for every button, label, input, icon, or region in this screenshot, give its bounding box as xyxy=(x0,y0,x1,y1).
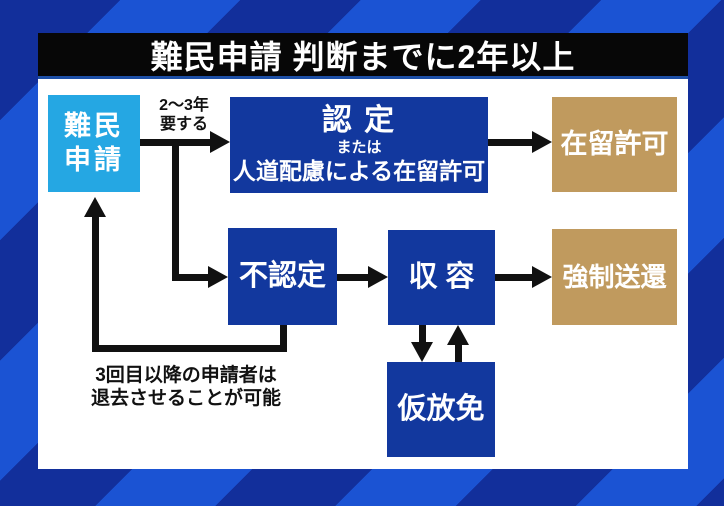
node-residence-permit-label: 在留許可 xyxy=(560,128,669,159)
reapply-note-line2: 退去させることが可能 xyxy=(90,388,281,409)
node-recognized: 認 定 または 人道配慮による在留許可 xyxy=(230,97,488,193)
arrow-detention-to-deportation-head xyxy=(532,266,552,288)
diagram-panel: 難民申請 判断までに2年以上 難民 申請 2〜3年 要する 認 定 または 人道… xyxy=(38,33,688,469)
duration-label-line1: 2〜3年 xyxy=(159,97,209,114)
node-provisional-release-label: 仮放免 xyxy=(397,393,485,426)
node-detention: 収 容 xyxy=(388,230,495,325)
arrow-notrecognized-to-detention-head xyxy=(368,266,388,288)
loop-bottom-line xyxy=(92,345,287,352)
node-deportation-label: 強制送還 xyxy=(562,261,667,292)
arrow-detention-to-deportation-line xyxy=(495,274,534,281)
arrow-branch-right-line xyxy=(172,274,210,281)
arrow-recognized-to-residence-line xyxy=(488,139,534,146)
node-refugee-application: 難民 申請 xyxy=(48,95,140,192)
arrow-detention-to-release-head xyxy=(411,342,433,362)
node-recognized-line1: 認 定 xyxy=(321,104,397,137)
loop-up-line xyxy=(92,217,99,352)
arrow-recognized-to-residence-head xyxy=(532,131,552,153)
arrow-branch-down-line xyxy=(172,139,179,281)
node-not-recognized-label: 不認定 xyxy=(238,260,326,293)
node-residence-permit: 在留許可 xyxy=(552,97,677,192)
node-provisional-release: 仮放免 xyxy=(387,362,495,457)
reapply-note-line1: 3回目以降の申請者は xyxy=(95,365,277,386)
node-not-recognized: 不認定 xyxy=(228,228,337,325)
title-bar: 難民申請 判断までに2年以上 xyxy=(38,33,688,79)
loop-down-line xyxy=(280,325,287,352)
arrow-notrecognized-to-detention-line xyxy=(337,274,370,281)
node-refugee-application-line1: 難民 xyxy=(64,110,124,141)
reapply-note: 3回目以降の申請者は 退去させることが可能 xyxy=(66,364,306,410)
arrow-branch-to-not-recognized-head xyxy=(208,266,228,288)
node-refugee-application-line2: 申請 xyxy=(64,144,124,175)
arrow-application-to-recognized-head xyxy=(210,131,230,153)
node-recognized-line3: 人道配慮による在留許可 xyxy=(232,158,486,184)
duration-label-line2: 要する xyxy=(159,116,208,133)
loop-to-application-head xyxy=(84,197,106,217)
arrow-release-to-detention-line xyxy=(455,344,462,362)
node-detention-label: 収 容 xyxy=(408,261,475,294)
node-deportation: 強制送還 xyxy=(552,229,677,325)
title-text: 難民申請 判断までに2年以上 xyxy=(150,38,576,75)
duration-label: 2〜3年 要する xyxy=(142,96,226,134)
arrow-release-to-detention-head xyxy=(447,325,469,345)
node-recognized-line2: または xyxy=(336,139,382,156)
arrow-detention-to-release-line xyxy=(419,325,426,343)
